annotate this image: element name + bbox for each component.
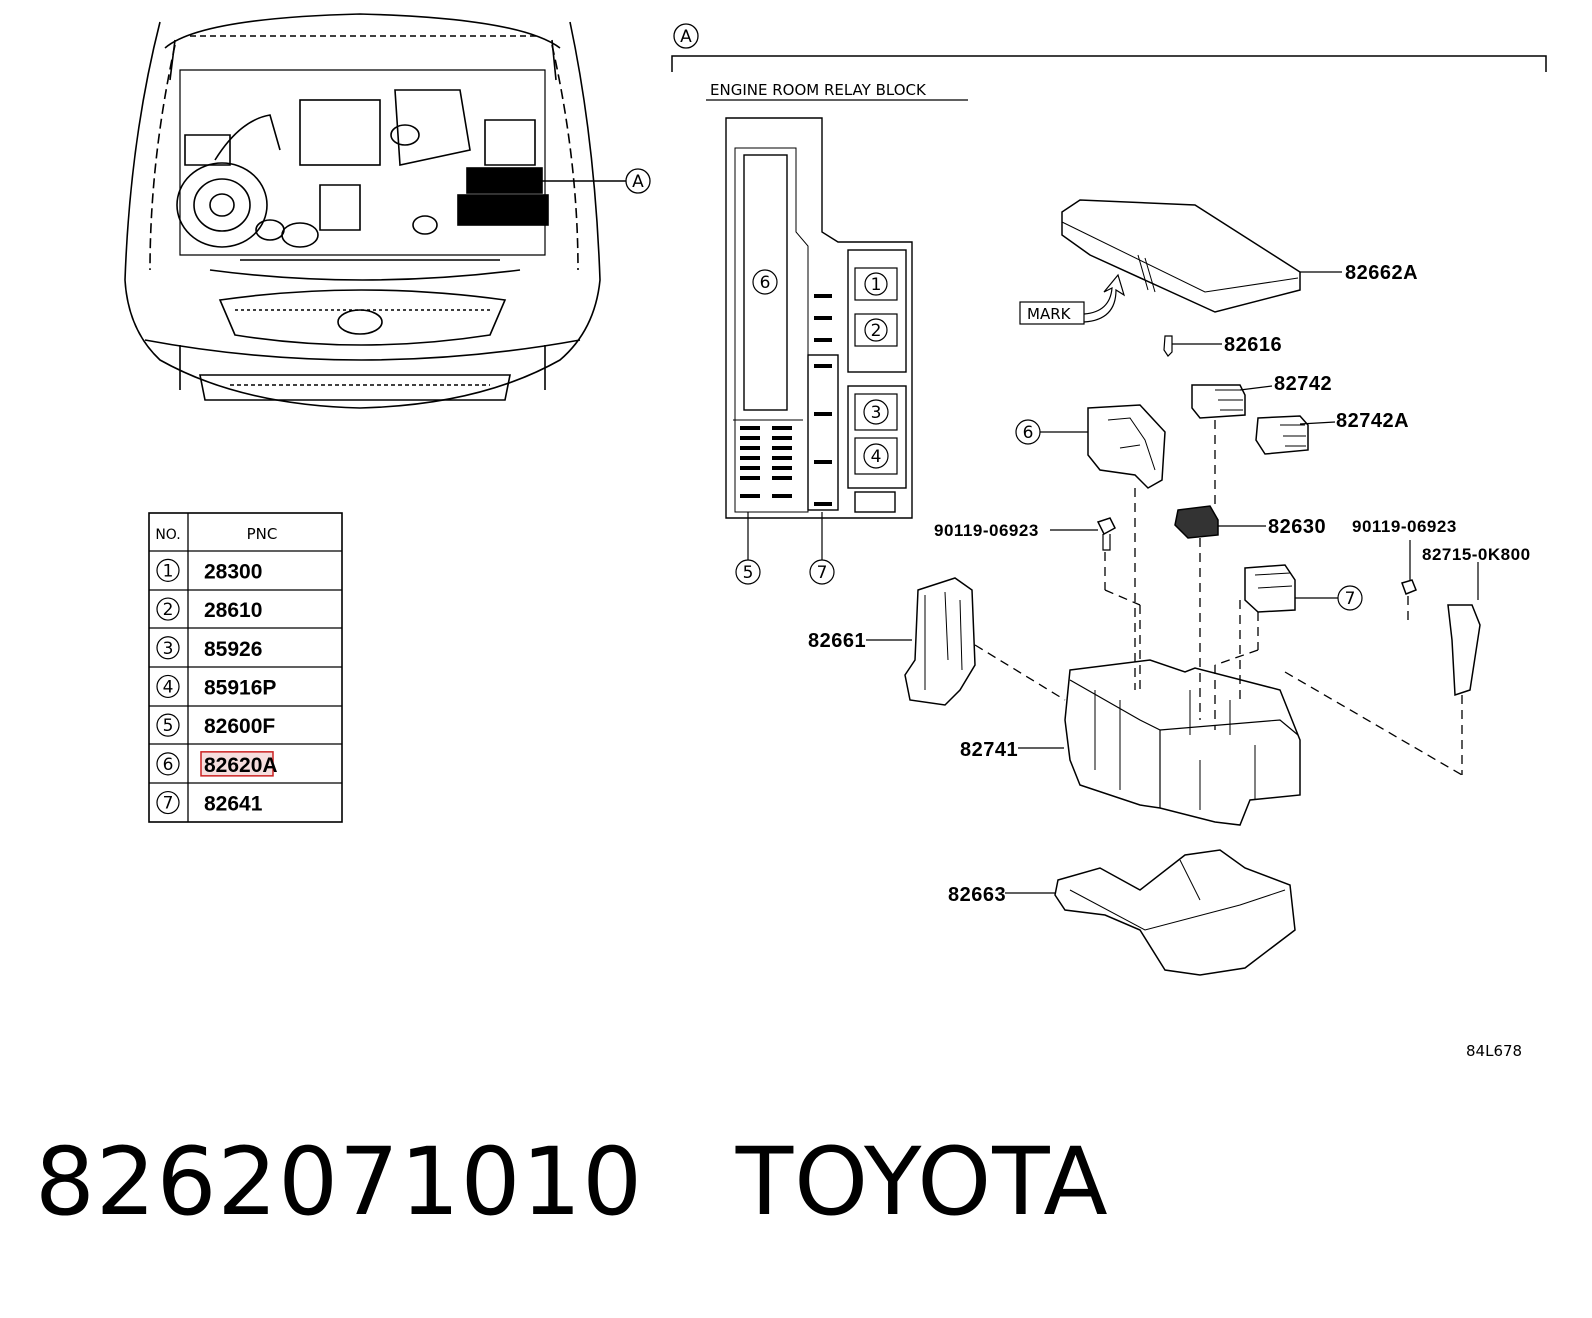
row-number: 1	[163, 561, 174, 581]
row-number-circle	[156, 790, 180, 815]
row-number: 3	[163, 639, 174, 659]
svg-text:7: 7	[817, 563, 828, 583]
relay-block-layout	[725, 117, 913, 519]
section-title: ENGINE ROOM RELAY BLOCK	[710, 81, 927, 99]
part-circle-7: 7	[1337, 585, 1363, 611]
row-pnc: 82620A	[204, 754, 278, 777]
highlight-box	[200, 751, 274, 777]
part-label-82616: 82616	[1224, 334, 1282, 356]
engine-callout-a: A	[625, 168, 651, 194]
row-number-circle	[156, 674, 180, 699]
table-row: 7 82641	[156, 790, 263, 816]
part-label-82742: 82742	[1274, 373, 1332, 395]
svg-text:A: A	[680, 27, 692, 47]
row-pnc: 82641	[204, 793, 263, 816]
row-number: 2	[163, 600, 174, 620]
footer-title: 8262071010 TOYOTA	[35, 1128, 1109, 1237]
layout-circle-5: 5	[735, 559, 761, 585]
pnc-table: NO. PNC	[148, 512, 343, 823]
section-a-bracket	[671, 55, 1547, 72]
part-label-82662a: 82662A	[1345, 262, 1418, 284]
row-pnc: 28300	[204, 560, 262, 583]
part-circle-6: 6	[1015, 419, 1041, 445]
svg-text:6: 6	[1023, 423, 1034, 443]
svg-text:A: A	[632, 172, 644, 192]
vehicle-engine-bay-illustration	[124, 13, 601, 409]
svg-text:2: 2	[871, 321, 882, 341]
row-number: 6	[163, 755, 174, 775]
svg-text:7: 7	[1345, 589, 1356, 609]
svg-text:5: 5	[743, 563, 754, 583]
part-label-82741: 82741	[960, 739, 1018, 761]
svg-text:4: 4	[871, 447, 882, 467]
part-label-90119-right: 90119-06923	[1352, 517, 1457, 536]
layout-relay-3: 3	[854, 393, 898, 431]
footer-brand: TOYOTA	[735, 1128, 1109, 1237]
part-label-82742a: 82742A	[1336, 410, 1409, 432]
table-header-no: NO.	[155, 527, 180, 543]
layout-relay-4: 4	[854, 437, 898, 475]
mark-label: MARK	[1027, 305, 1072, 323]
row-pnc: 85926	[204, 638, 262, 661]
row-pnc: 85916P	[204, 676, 276, 699]
part-label-82661: 82661	[808, 630, 866, 652]
figure-code: 84L678	[1466, 1042, 1522, 1060]
footer-part-number: 8262071010	[35, 1128, 644, 1237]
row-number-circle	[156, 752, 180, 776]
row-number: 4	[163, 677, 174, 697]
table-row: 6 82620A	[156, 751, 278, 777]
part-label-90119-left: 90119-06923	[934, 521, 1039, 540]
table-row: 2 28610	[156, 597, 262, 622]
svg-text:3: 3	[871, 403, 882, 423]
layout-relay-2: 2	[854, 313, 898, 347]
layout-circle-6: 6	[752, 269, 778, 295]
row-number-circle	[156, 713, 180, 737]
part-label-82715: 82715-0K800	[1422, 545, 1531, 564]
section-a-callout: A	[673, 23, 699, 49]
row-number-circle	[156, 597, 180, 621]
svg-text:6: 6	[760, 273, 771, 293]
layout-circle-7: 7	[809, 559, 835, 585]
relay-block-fuse-marks	[740, 294, 832, 506]
table-row: 1 28300	[156, 558, 262, 583]
row-pnc: 28610	[204, 599, 262, 622]
assembly-dashed-lines	[974, 420, 1463, 776]
table-row: 3 85926	[156, 636, 262, 661]
row-number-circle	[156, 558, 180, 582]
row-number: 7	[163, 794, 174, 814]
part-label-82663: 82663	[948, 884, 1006, 906]
layout-relay-1: 1	[854, 267, 898, 301]
svg-text:1: 1	[871, 275, 882, 295]
exploded-parts	[866, 199, 1481, 976]
table-row: 5 82600F	[156, 713, 275, 738]
row-number: 5	[163, 716, 174, 736]
row-pnc: 82600F	[204, 715, 275, 738]
pnc-table-rows: 1 28300 2 28610 3 85926 4 85916P 5 82600F 6 82620A 7…	[156, 558, 278, 816]
table-row: 4 85916P	[156, 674, 276, 699]
part-label-82630: 82630	[1268, 516, 1326, 538]
table-header-pnc: PNC	[247, 525, 278, 543]
row-number-circle	[156, 636, 180, 660]
